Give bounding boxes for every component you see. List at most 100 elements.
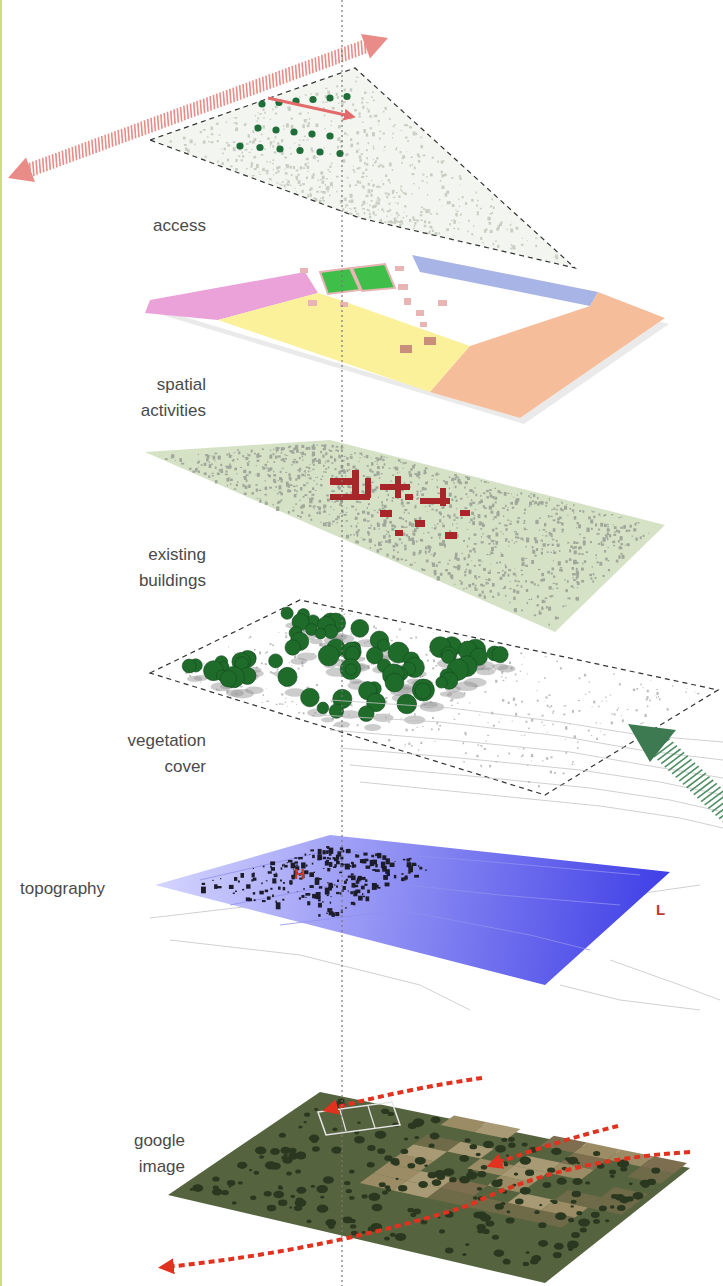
map-speck: [227, 485, 228, 487]
map-speck: [424, 472, 427, 475]
map-speck: [379, 138, 381, 140]
map-speck: [510, 224, 512, 226]
map-speck: [302, 183, 305, 185]
map-speck: [557, 544, 560, 547]
map-speck: [516, 591, 519, 594]
map-speck: [577, 587, 579, 589]
map-speck: [628, 530, 631, 532]
map-speck: [307, 166, 310, 169]
map-speck: [302, 459, 304, 461]
map-speck: [455, 478, 456, 479]
map-speck: [242, 484, 244, 487]
map-speck: [553, 528, 556, 532]
map-speck: [377, 512, 379, 513]
map-speck: [576, 542, 579, 544]
map-speck: [468, 554, 470, 557]
map-speck: [366, 102, 368, 103]
map-speck: [573, 579, 576, 581]
map-speck: [532, 500, 534, 502]
map-speck: [347, 463, 350, 466]
map-speck: [351, 505, 354, 507]
hatch-stroke: [39, 159, 40, 174]
map-speck: [304, 494, 307, 496]
hatch-stroke: [184, 106, 185, 121]
map-speck: [379, 163, 381, 165]
map-speck: [246, 474, 249, 476]
map-speck: [304, 475, 306, 477]
map-speck: [319, 500, 322, 503]
map-speck: [457, 527, 458, 529]
map-speck: [204, 463, 207, 466]
map-speck: [602, 575, 605, 577]
hatch-stroke: [263, 77, 264, 92]
map-speck: [458, 199, 459, 201]
map-speck: [468, 537, 470, 539]
map-speck: [499, 561, 501, 563]
map-speck: [373, 146, 374, 147]
map-speck: [459, 206, 460, 208]
map-speck: [291, 452, 294, 454]
map-speck: [349, 118, 352, 119]
map-speck: [399, 471, 400, 473]
map-speck: [308, 514, 310, 517]
map-speck: [489, 554, 491, 555]
map-speck: [276, 507, 279, 512]
map-speck: [498, 593, 500, 595]
tree-dot: [254, 124, 261, 131]
map-speck: [366, 133, 369, 136]
hatch-stroke: [338, 49, 339, 64]
map-speck: [396, 468, 398, 471]
map-speck: [423, 155, 426, 157]
map-speck: [317, 477, 318, 478]
map-speck: [382, 508, 385, 510]
map-speck: [344, 198, 346, 200]
hatch-stroke: [273, 73, 274, 88]
map-speck: [281, 493, 284, 496]
map-speck: [226, 478, 229, 482]
map-speck: [316, 445, 317, 446]
map-speck: [354, 534, 355, 536]
map-speck: [366, 163, 369, 166]
map-speck: [290, 153, 292, 155]
map-speck: [378, 120, 380, 122]
hatch-stroke: [220, 92, 221, 107]
map-speck: [457, 566, 460, 570]
map-speck: [468, 557, 469, 559]
map-speck: [325, 462, 326, 464]
map-speck: [409, 522, 412, 526]
map-speck: [421, 494, 424, 496]
tree-dot: [296, 147, 303, 154]
map-speck: [265, 480, 266, 482]
map-speck: [203, 129, 206, 131]
map-speck: [291, 118, 293, 120]
map-speck: [541, 548, 543, 550]
map-speck: [323, 505, 326, 508]
map-speck: [608, 530, 610, 531]
layer-plane: [150, 68, 575, 268]
map-speck: [470, 489, 472, 491]
map-speck: [217, 140, 219, 142]
map-speck: [476, 578, 478, 580]
map-speck: [234, 468, 237, 470]
map-speck: [608, 560, 610, 562]
map-speck: [413, 132, 416, 136]
map-speck: [221, 469, 223, 471]
map-speck: [420, 220, 422, 222]
map-speck: [279, 184, 281, 185]
map-speck: [578, 524, 581, 528]
map-speck: [381, 501, 383, 503]
map-speck: [235, 128, 238, 132]
map-speck: [274, 461, 275, 462]
map-speck: [436, 509, 438, 512]
map-speck: [613, 545, 615, 546]
map-speck: [588, 517, 591, 520]
map-speck: [373, 147, 375, 149]
map-speck: [283, 125, 284, 127]
map-speck: [479, 521, 482, 525]
map-speck: [408, 538, 411, 541]
hatch-stroke: [305, 61, 306, 76]
map-speck: [419, 517, 422, 521]
map-speck: [399, 538, 401, 540]
map-speck: [211, 134, 214, 136]
map-speck: [273, 504, 274, 506]
